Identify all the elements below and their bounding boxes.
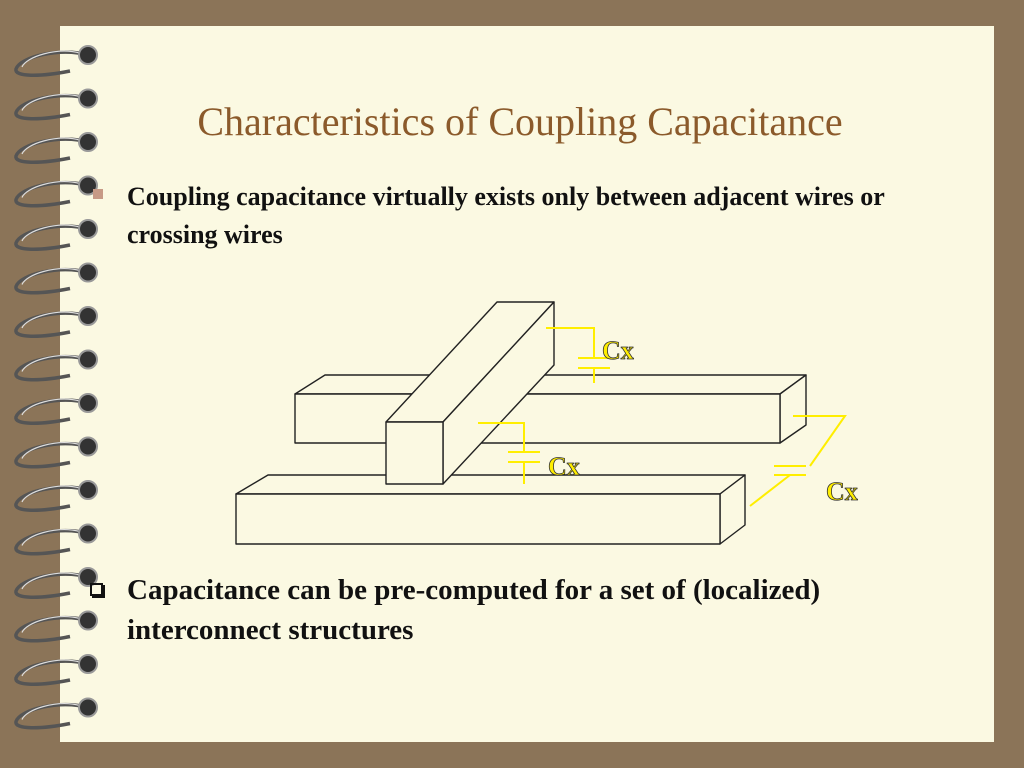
spiral-hole (78, 306, 98, 326)
spiral-ring (14, 311, 89, 339)
spiral-ring (14, 224, 89, 252)
spiral-ring-highlight (21, 703, 81, 720)
spiral-ring-highlight (21, 268, 81, 285)
spiral-ring (14, 180, 89, 208)
spiral-hole (78, 349, 98, 370)
spiral-hole (78, 654, 98, 674)
square-bullet-icon (93, 189, 103, 199)
front-wire-front (235, 493, 721, 545)
bullet-2-text: Capacitance can be pre-computed for a se… (127, 574, 821, 646)
cx-label-1: Cx (602, 336, 634, 365)
spiral-hole (78, 262, 98, 283)
spiral-hole (78, 697, 98, 718)
spiral-hole (78, 175, 98, 196)
spiral-ring-highlight (21, 311, 81, 329)
spiral-hole (78, 436, 98, 457)
spiral-ring-highlight (21, 50, 81, 68)
spiral-ring-highlight (21, 659, 81, 677)
cross-wire-front (385, 421, 444, 485)
back-wire-front (294, 393, 781, 444)
spiral-ring-highlight (21, 181, 81, 198)
spiral-binding-icon (14, 45, 98, 730)
spiral-ring-highlight (21, 616, 81, 633)
spiral-ring-highlight (21, 137, 81, 155)
spiral-ring-highlight (21, 572, 81, 590)
spiral-ring (14, 137, 89, 165)
bullet-1-text: Coupling capacitance virtually exists on… (127, 182, 885, 249)
spiral-ring-highlight (21, 398, 81, 416)
spiral-ring-highlight (21, 485, 81, 503)
spiral-ring-highlight (21, 355, 81, 372)
spiral-ring (14, 485, 89, 513)
spiral-ring (14, 398, 89, 426)
spiral-ring (14, 702, 89, 730)
spiral-ring (14, 50, 89, 78)
spiral-ring (14, 441, 89, 469)
spiral-ring (14, 354, 89, 382)
spiral-hole (78, 88, 98, 109)
back-wire-top (294, 374, 807, 395)
spiral-hole (78, 393, 98, 413)
spiral-hole (78, 480, 98, 500)
cx-label-3: Cx (826, 477, 858, 506)
spiral-hole (78, 45, 98, 65)
spiral-hole (78, 610, 98, 631)
spiral-ring-highlight (21, 529, 81, 546)
spiral-ring (14, 659, 89, 687)
spiral-ring-highlight (21, 442, 81, 459)
spiral-ring-highlight (21, 94, 81, 111)
spiral-ring (14, 93, 89, 121)
capacitor-1-lead (546, 327, 595, 358)
front-wire-top (235, 474, 746, 495)
spiral-ring (14, 528, 89, 556)
spiral-ring-highlight (21, 224, 81, 242)
spiral-hole (78, 523, 98, 544)
cx-label-2: Cx (548, 452, 580, 481)
spiral-hole (78, 219, 98, 239)
hollow-square-bullet-icon (90, 583, 103, 596)
spiral-ring (14, 267, 89, 295)
spiral-ring (14, 615, 89, 643)
capacitor-3-lead (793, 415, 847, 467)
spiral-ring (14, 572, 89, 600)
spiral-hole (78, 132, 98, 152)
spiral-hole (78, 567, 98, 587)
slide-title: Characteristics of Coupling Capacitance (197, 99, 843, 144)
capacitor-2-lead (478, 422, 525, 452)
